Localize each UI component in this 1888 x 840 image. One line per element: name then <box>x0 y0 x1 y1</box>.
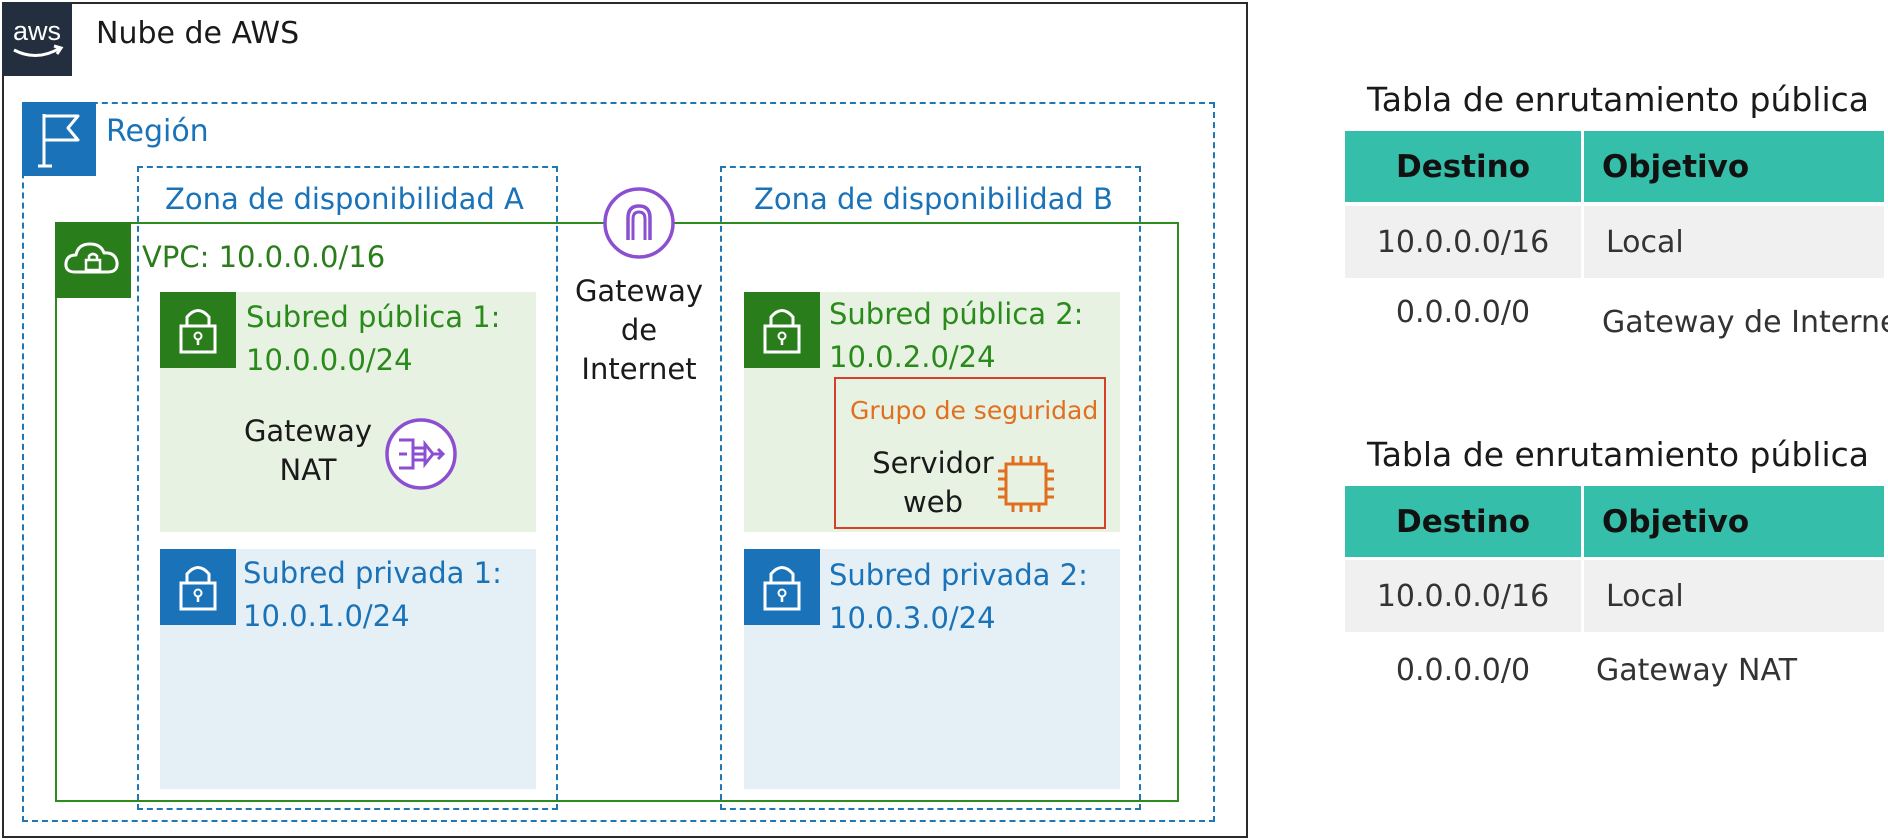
internet-gateway-line3: Internet <box>581 352 697 386</box>
public-subnet-1-cidr: 10.0.0.0/24 <box>246 343 413 377</box>
public-subnet-1-label: Subred pública 1: 10.0.0.0/24 <box>246 296 500 382</box>
availability-zone-a-label: Zona de disponibilidad A <box>165 182 524 216</box>
route-table-1-header-target: Objetivo <box>1584 131 1884 202</box>
aws-logo-icon: aws <box>2 2 72 76</box>
route-table-2-title: Tabla de enrutamiento pública <box>1367 435 1870 474</box>
lock-icon <box>160 292 236 368</box>
route-table-1-row-1-target: Local <box>1584 206 1884 278</box>
web-server-label: Servidor web <box>868 444 998 522</box>
route-table-2-row-1-destination: 10.0.0.0/16 <box>1345 560 1581 632</box>
public-subnet-2-name: Subred pública 2: <box>829 297 1084 331</box>
route-table-1-row-1-destination: 10.0.0.0/16 <box>1345 206 1581 278</box>
internet-gateway-icon <box>602 186 676 260</box>
private-subnet-1-name: Subred privada 1: <box>243 556 502 590</box>
vpc-cloud-lock-icon <box>55 222 131 298</box>
security-group-label: Grupo de seguridad <box>850 396 1099 425</box>
route-table-2-header-destination: Destino <box>1345 486 1581 557</box>
lock-icon <box>160 549 236 625</box>
public-subnet-2-cidr: 10.0.2.0/24 <box>829 340 996 374</box>
vpc-label: VPC: 10.0.0.0/16 <box>142 240 386 274</box>
route-table-2-header-target: Objetivo <box>1584 486 1884 557</box>
svg-text:aws: aws <box>13 16 61 46</box>
private-subnet-1-label: Subred privada 1: 10.0.1.0/24 <box>243 552 502 638</box>
security-group-box <box>834 377 1106 529</box>
ec2-instance-icon <box>992 450 1060 518</box>
private-subnet-2-label: Subred privada 2: 10.0.3.0/24 <box>829 554 1088 640</box>
cloud-title: Nube de AWS <box>96 16 300 51</box>
public-subnet-2-label: Subred pública 2: 10.0.2.0/24 <box>829 293 1083 379</box>
nat-gateway-line2: NAT <box>279 453 337 487</box>
internet-gateway-label: Gateway de Internet <box>566 272 712 389</box>
availability-zone-b-label: Zona de disponibilidad B <box>754 182 1113 216</box>
nat-gateway-label: Gateway NAT <box>240 412 376 490</box>
private-subnet-2-name: Subred privada 2: <box>829 558 1088 592</box>
private-subnet-2-cidr: 10.0.3.0/24 <box>829 601 996 635</box>
route-table-2-row-2-target: Gateway NAT <box>1596 652 1798 688</box>
route-table-1-header-destination: Destino <box>1345 131 1581 202</box>
nat-gateway-icon <box>383 416 459 492</box>
lock-icon <box>744 292 820 368</box>
availability-zone-a <box>137 166 558 810</box>
flag-icon <box>22 102 96 176</box>
lock-icon <box>744 549 820 625</box>
route-table-1-row-2-destination: 0.0.0.0/0 <box>1395 294 1531 330</box>
public-subnet-1-name: Subred pública 1: <box>246 300 501 334</box>
web-server-line1: Servidor <box>872 446 994 480</box>
private-subnet-1-cidr: 10.0.1.0/24 <box>243 599 410 633</box>
aws-cloud-container <box>2 2 1248 838</box>
route-table-1-row-2-target: Gateway de Internet <box>1602 304 1888 340</box>
availability-zone-b <box>720 166 1141 810</box>
route-table-2-row-1-target: Local <box>1584 560 1884 632</box>
route-table-2-row-2-destination: 0.0.0.0/0 <box>1395 652 1531 688</box>
route-table-1-title: Tabla de enrutamiento pública <box>1367 80 1870 119</box>
region-container <box>22 102 1215 822</box>
internet-gateway-line1: Gateway <box>574 274 704 308</box>
web-server-line2: web <box>903 485 963 519</box>
internet-gateway-line2: de <box>620 313 658 347</box>
nat-gateway-line1: Gateway <box>243 414 373 448</box>
region-label: Región <box>106 114 209 149</box>
